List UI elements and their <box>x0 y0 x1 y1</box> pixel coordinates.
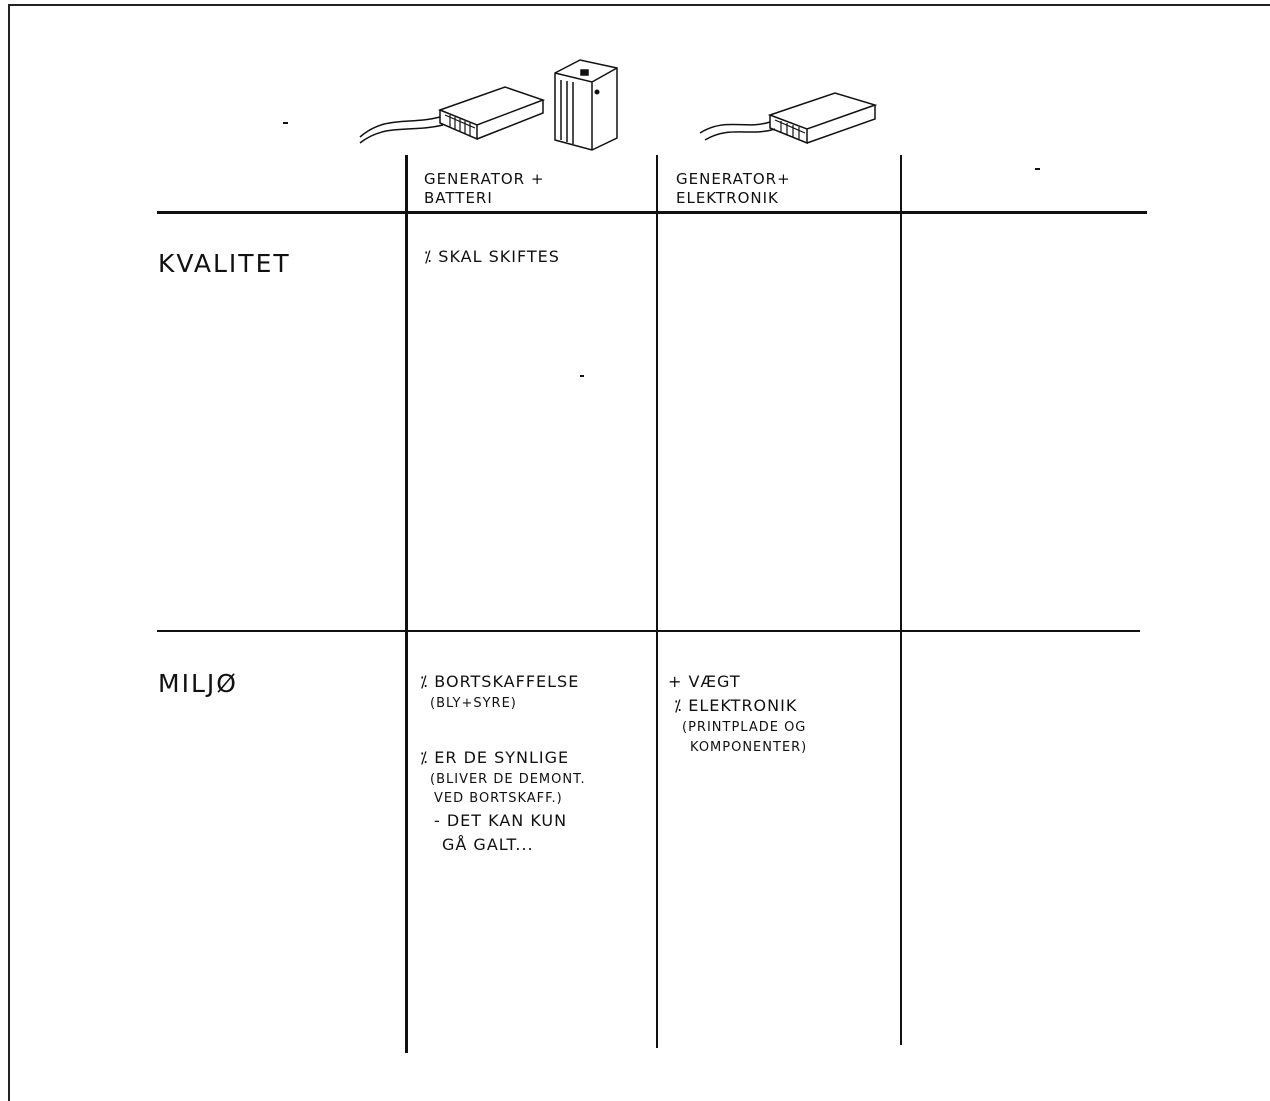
cell-note: ⁒ Skal skiftes <box>424 247 560 266</box>
cell-note-sub: (Bliver de demont. <box>430 771 586 787</box>
battery-icon <box>554 59 618 151</box>
column-header-generator-batteri: Generator + Batteri <box>424 170 544 208</box>
cell-miljo-batteri: ⁒ Bortskaffelse (Bly+syre) ⁒ Er de synli… <box>420 670 586 857</box>
cell-note: - Det kan kun <box>434 810 568 830</box>
column-header-line: Generator + <box>424 170 545 188</box>
row-header-kvalitet: Kvalitet <box>158 249 291 278</box>
cell-note-sub: (Bly+syre) <box>430 696 517 711</box>
column-divider-1 <box>405 155 408 1053</box>
cell-note-sub: ved bortskaff.) <box>434 791 563 806</box>
row-header-miljo: Miljø <box>158 669 238 698</box>
generator-icon <box>359 86 546 144</box>
column-header-line: Generator+ <box>676 170 791 188</box>
cell-note: ⁒ Er de synlige <box>420 747 570 767</box>
generator-battery-sketch <box>359 59 618 151</box>
cell-note-sub: komponenter) <box>690 739 808 755</box>
header-rule <box>157 211 1147 214</box>
stray-mark <box>283 122 288 124</box>
column-header-generator-elektronik: Generator+ Elektronik <box>676 170 791 208</box>
page-border-top <box>8 4 1270 6</box>
page-border-left <box>8 4 10 1101</box>
cell-note: gå galt... <box>442 834 534 854</box>
cell-note: ⁒ Bortskaffelse <box>420 672 580 691</box>
cell-kvalitet-batteri: ⁒ Skal skiftes <box>424 245 560 269</box>
stray-mark <box>580 375 584 377</box>
cell-note-sub: (Printplade og <box>682 720 807 735</box>
cell-miljo-elektronik: + Vægt ⁒ Elektronik (Printplade og kompo… <box>668 670 807 757</box>
column-divider-2 <box>656 155 658 1048</box>
row-divider <box>157 630 1140 632</box>
column-header-line: Elektronik <box>676 188 779 207</box>
column-divider-3 <box>900 155 902 1045</box>
stray-mark <box>1035 168 1040 170</box>
column-header-line: Batteri <box>424 188 493 207</box>
generator-icon <box>699 92 878 145</box>
cell-note: + Vægt <box>668 672 741 691</box>
generator-electronics-sketch <box>699 92 878 145</box>
cell-note: ⁒ Elektronik <box>674 696 798 715</box>
